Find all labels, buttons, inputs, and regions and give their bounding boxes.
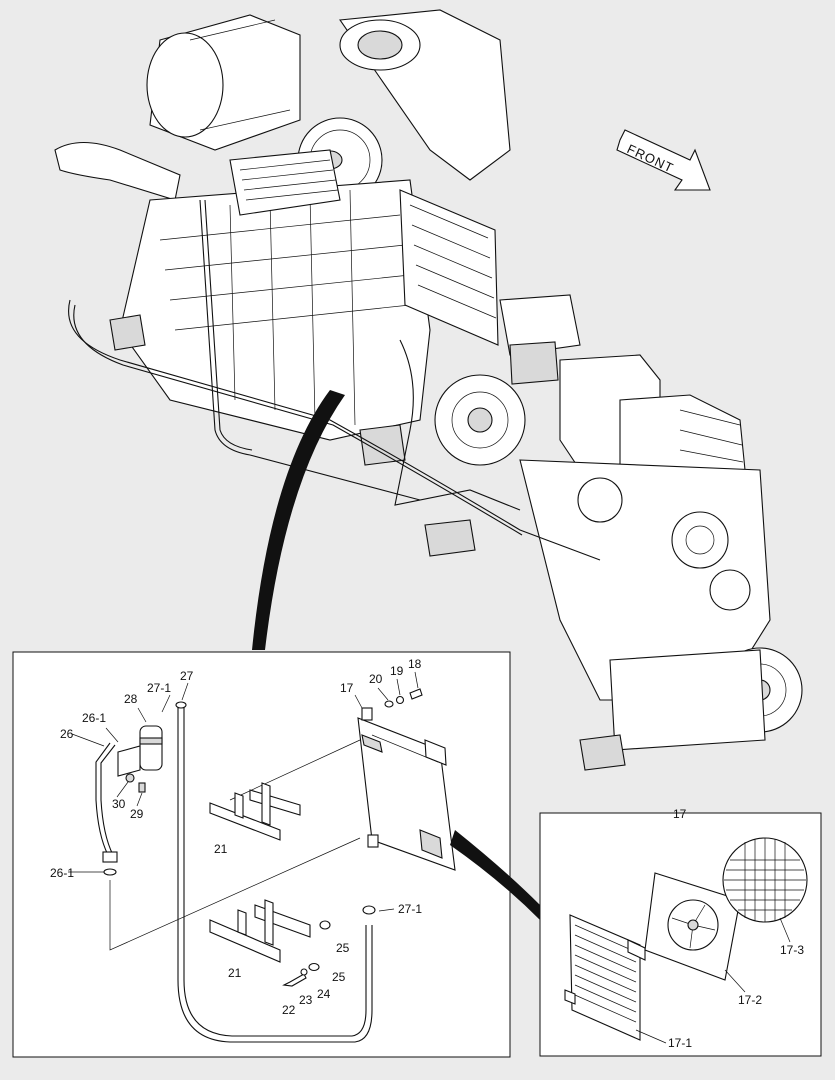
callout-19: 19 (390, 664, 404, 678)
callout-18: 18 (408, 657, 422, 671)
callout-25-lower: 25 (332, 970, 346, 984)
fan-guard-17-3 (722, 837, 808, 923)
callout-17-2: 17-2 (738, 993, 762, 1007)
receiver-drier-28 (117, 725, 163, 793)
callout-26-1-upper: 26-1 (82, 711, 106, 725)
front-direction-arrow: FRONT (616, 129, 711, 191)
callout-22: 22 (282, 1003, 296, 1017)
detail-connector (450, 830, 540, 920)
callout-26-1-lower: 26-1 (50, 866, 74, 880)
callout-23: 23 (299, 993, 313, 1007)
callout-30: 30 (112, 797, 126, 811)
callout-24: 24 (317, 987, 331, 1001)
callout-21-upper: 21 (214, 842, 228, 856)
hose-27 (177, 705, 373, 1043)
callout-26: 26 (60, 727, 74, 741)
callout-17-1: 17-1 (668, 1036, 692, 1050)
engine-assembly (54, 9, 803, 771)
callout-27: 27 (180, 669, 194, 683)
cooler-detail-title: 17 (673, 807, 687, 821)
callout-27-1-lower: 27-1 (398, 902, 422, 916)
callout-27-1-upper: 27-1 (147, 681, 171, 695)
callout-21-lower: 21 (228, 966, 242, 980)
detail-box-cooler: 17 17-1 17-2 17-3 (539, 807, 822, 1057)
callout-17: 17 (340, 681, 354, 695)
bracket-21-upper (209, 782, 301, 841)
callout-20: 20 (369, 672, 383, 686)
fan-shroud-17-2 (644, 872, 741, 981)
detail-box-main: 17 18 19 20 21 21 22 23 24 25 25 26 26-1… (12, 651, 511, 1058)
callout-28: 28 (124, 692, 138, 706)
callout-17-3: 17-3 (780, 943, 804, 957)
hose-26 (95, 742, 111, 856)
callout-29: 29 (130, 807, 144, 821)
cooler-core-17-1 (564, 914, 646, 1041)
oil-cooler-17 (357, 707, 456, 871)
callout-25-upper: 25 (336, 941, 350, 955)
bracket-21-lower (209, 899, 311, 963)
